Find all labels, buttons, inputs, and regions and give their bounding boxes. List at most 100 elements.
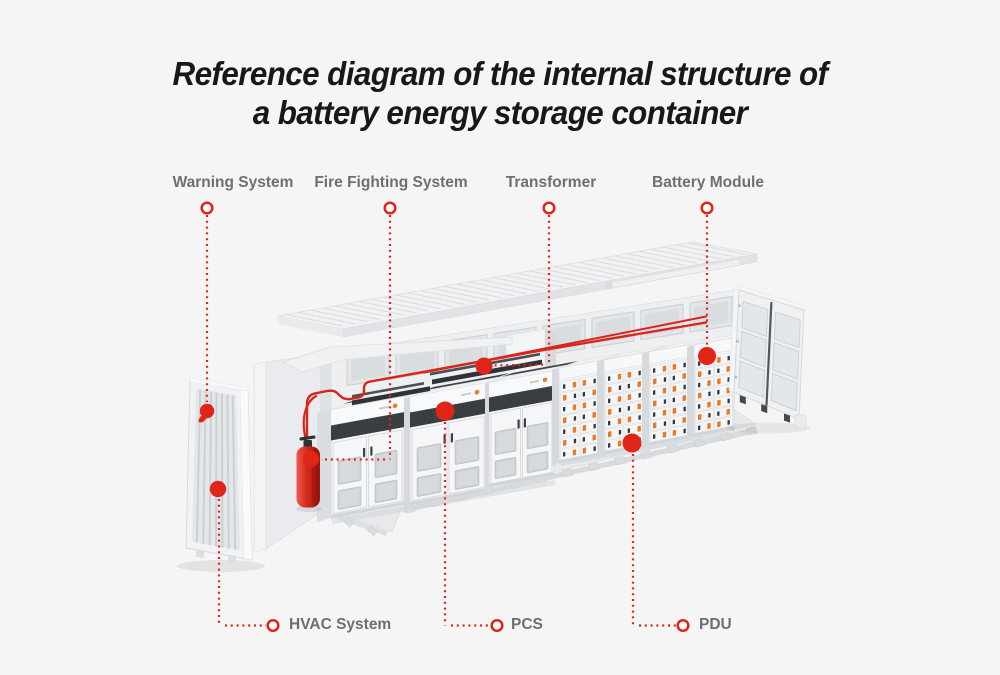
module-connector-orange xyxy=(617,395,622,402)
roof-rib xyxy=(603,257,661,271)
door-hinge xyxy=(735,339,739,343)
module-connector-orange xyxy=(617,418,622,425)
module-connector-orange xyxy=(662,387,667,394)
floor-tab xyxy=(587,462,600,472)
module-connector-dark xyxy=(727,377,730,382)
target-dot xyxy=(475,357,493,375)
battery-rack xyxy=(642,337,711,448)
roof-rib xyxy=(688,242,747,255)
roof-rib xyxy=(408,292,466,305)
page-title-line2: a battery energy storage container xyxy=(252,94,748,131)
door-recessed-panel xyxy=(739,330,767,368)
module-connector-dark xyxy=(638,370,641,376)
module-connector-orange xyxy=(707,380,711,387)
roof-rib xyxy=(530,270,588,284)
roof-rib xyxy=(481,279,539,292)
door-recessed-panel xyxy=(773,311,801,349)
rack-base xyxy=(649,434,690,445)
door-foot xyxy=(739,395,746,405)
roof-rib xyxy=(432,288,490,301)
module-connector-dark xyxy=(627,428,631,434)
module-connector-orange xyxy=(582,447,587,454)
module-connector-orange xyxy=(627,394,632,401)
roof-rib xyxy=(652,249,710,262)
module-connector-orange xyxy=(617,373,622,380)
rack-base xyxy=(559,452,600,463)
module-connector-orange xyxy=(662,365,667,372)
target-dot xyxy=(622,433,642,453)
module-connector-orange xyxy=(637,381,641,388)
callout-anchor-circle xyxy=(383,201,397,215)
module-connector-orange xyxy=(672,429,677,436)
module-connector-dark xyxy=(618,385,622,391)
target-dot xyxy=(209,480,227,498)
module-connector-dark xyxy=(663,399,667,404)
roof-rib xyxy=(322,307,380,320)
module-connector-dark xyxy=(672,397,676,403)
roof-rib xyxy=(554,266,612,279)
label-pcs: PCS xyxy=(511,616,543,633)
roof-rib xyxy=(420,290,478,303)
module-connector-dark xyxy=(663,421,667,426)
module-connector-orange xyxy=(726,365,730,372)
module-connector-dark xyxy=(563,384,566,389)
module-connector-dark xyxy=(653,368,656,373)
module-connector-orange xyxy=(582,402,587,409)
label-fire-fighting-system: Fire Fighting System xyxy=(314,174,468,191)
module-connector-orange xyxy=(627,416,632,423)
door-rib xyxy=(195,389,202,543)
door-recessed-panel xyxy=(770,372,798,412)
module-connector-orange xyxy=(608,431,612,438)
module-connector-dark xyxy=(573,393,577,399)
module-connector-dark xyxy=(593,401,596,406)
module-connector-orange xyxy=(717,356,721,363)
pcs-cabinet-row xyxy=(317,361,581,524)
door-rib xyxy=(226,394,230,550)
module-connector-dark xyxy=(563,429,566,435)
label-battery-module: Battery Module xyxy=(652,174,764,191)
callout-anchor-circle xyxy=(266,618,280,633)
floor-tab xyxy=(561,468,574,478)
module-connector-dark xyxy=(683,362,686,368)
module-connector-orange xyxy=(717,421,721,428)
roof-rib xyxy=(359,301,417,314)
module-connector-dark xyxy=(708,412,711,418)
module-connector-dark xyxy=(663,377,667,382)
module-connector-dark xyxy=(698,382,701,388)
callout-line xyxy=(493,363,544,367)
module-connector-dark xyxy=(683,428,686,434)
door-rib xyxy=(231,395,237,551)
module-connector-orange xyxy=(698,413,702,421)
roof-rib xyxy=(566,264,624,277)
roof-rib xyxy=(676,244,734,258)
door-recessed-panel xyxy=(738,360,766,399)
roof-rib xyxy=(517,272,576,286)
door-divider xyxy=(765,302,773,406)
module-connector-orange xyxy=(637,403,641,410)
module-connector-orange xyxy=(653,400,657,407)
callout-warning-system xyxy=(198,201,215,423)
module-connector-orange xyxy=(672,407,677,414)
module-connector-orange xyxy=(726,408,730,415)
module-connector-dark xyxy=(608,398,611,404)
module-connector-dark xyxy=(653,412,656,417)
module-connector-orange xyxy=(717,399,721,406)
floor-tab xyxy=(640,450,653,460)
roof-left-rail xyxy=(281,336,513,373)
module-connector-dark xyxy=(672,419,676,425)
module-connector-dark xyxy=(708,369,711,375)
module-connector-dark xyxy=(672,375,676,381)
callout-pdu xyxy=(622,433,690,633)
target-dot xyxy=(302,450,320,468)
module-connector-dark xyxy=(638,415,641,420)
wall-vent-window-inner xyxy=(351,354,385,382)
module-connector-dark xyxy=(573,416,577,421)
roof-rib xyxy=(542,268,600,281)
callout-anchor-circle xyxy=(200,201,214,215)
module-connector-orange xyxy=(662,431,667,438)
roof-rib xyxy=(627,253,686,266)
module-connector-orange xyxy=(592,389,596,396)
module-connector-orange xyxy=(572,449,577,456)
module-connector-dark xyxy=(573,438,577,444)
